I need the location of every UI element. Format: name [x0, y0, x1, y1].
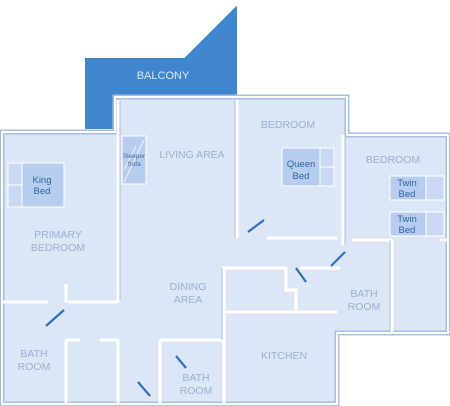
twin-bed-upper-label-1: Twin	[397, 178, 417, 189]
sofa-label-2: Sofa	[127, 161, 141, 168]
room-dining-line2: AREA	[174, 294, 203, 306]
room-bath-center-line2: ROOM	[180, 385, 213, 397]
twin-bed-upper: Twin Bed	[389, 175, 445, 201]
room-bedroom-right: BEDROOM	[366, 154, 420, 166]
room-primary-line2: BEDROOM	[31, 242, 85, 254]
room-living-area: LIVING AREA	[159, 149, 224, 161]
sofa-label-1: Sleeper	[123, 153, 146, 160]
room-balcony: BALCONY	[137, 70, 190, 82]
room-bath-right-line1: BATH	[350, 288, 377, 300]
queen-bed: Queen Bed	[281, 147, 335, 187]
twin-bed-lower-label-1: Twin	[397, 214, 417, 225]
room-bath-left-line1: BATH	[20, 348, 47, 360]
room-bedroom-top: BEDROOM	[261, 119, 315, 131]
room-bath-center-line1: BATH	[182, 372, 209, 384]
room-bath-left-line2: ROOM	[18, 361, 51, 373]
room-bath-right-line2: ROOM	[348, 301, 381, 313]
room-kitchen: KITCHEN	[261, 350, 307, 362]
king-bed-label-1: King	[32, 175, 51, 186]
twin-bed-lower: Twin Bed	[389, 211, 445, 237]
interior-walls	[2, 100, 448, 404]
queen-bed-label-2: Bed	[293, 171, 310, 182]
doors	[45, 219, 346, 397]
sleeper-sofa: Sleeper Sofa	[121, 135, 147, 185]
twin-bed-lower-label-2: Bed	[399, 225, 416, 236]
room-dining-line1: DINING	[170, 281, 207, 293]
twin-bed-upper-label-2: Bed	[399, 189, 416, 200]
king-bed: King Bed	[7, 162, 65, 208]
room-primary-line1: PRIMARY	[34, 229, 82, 241]
queen-bed-label-1: Queen	[287, 159, 316, 170]
king-bed-label-2: Bed	[34, 186, 51, 197]
